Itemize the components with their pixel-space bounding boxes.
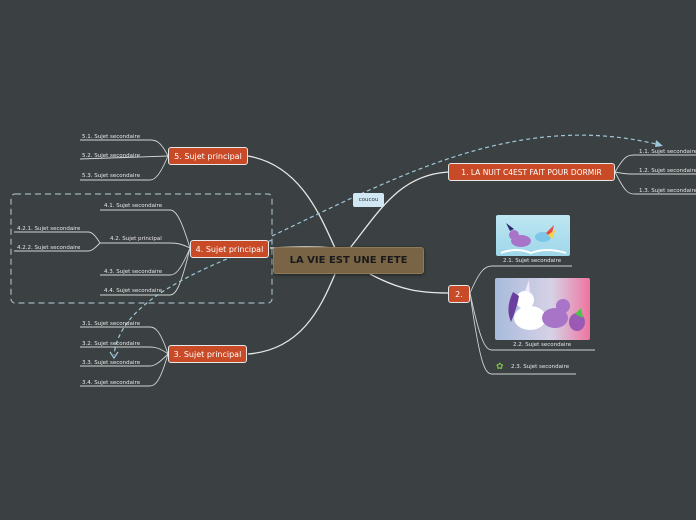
main-topic-2[interactable]: 2. xyxy=(448,285,470,303)
subtopic-4-4[interactable]: 4.4. Sujet secondaire xyxy=(104,288,163,294)
subtopic-4-2[interactable]: 4.2. Sujet principal xyxy=(110,236,162,242)
subtopic-4-3[interactable]: 4.3. Sujet secondaire xyxy=(104,269,163,275)
subtopic-1-1[interactable]: 1.1. Sujet secondaire xyxy=(639,149,696,155)
main-topic-4[interactable]: 4. Sujet principal xyxy=(190,240,269,258)
subtopic-5-3[interactable]: 5.3. Sujet secondaire xyxy=(82,173,141,179)
subtopic-2-1[interactable]: 2.1. Sujet secondaire xyxy=(503,258,562,264)
main-topic-1[interactable]: 1. LA NUIT C4EST FAIT POUR DORMIR xyxy=(448,163,615,181)
subtopic-5-1[interactable]: 5.1. Sujet secondaire xyxy=(82,134,141,140)
subtopic-3-2[interactable]: 3.2. Sujet secondaire xyxy=(82,341,141,347)
subtopic-4-2-2[interactable]: 4.2.2. Sujet secondaire xyxy=(17,245,81,251)
callout-note[interactable]: coucou xyxy=(353,193,384,207)
subtopic-5-2[interactable]: 5.2. Sujet secondaire xyxy=(82,153,141,159)
subtopic-3-3[interactable]: 3.3. Sujet secondaire xyxy=(82,360,141,366)
main-topic-5[interactable]: 5. Sujet principal xyxy=(168,147,248,165)
subtopic-3-4[interactable]: 3.4. Sujet secondaire xyxy=(82,380,141,386)
leaf-icon: ✿ xyxy=(496,362,504,372)
subtopic-4-1[interactable]: 4.1. Sujet secondaire xyxy=(104,203,163,209)
subtopic-4-2-1[interactable]: 4.2.1. Sujet secondaire xyxy=(17,226,81,232)
subtopic-2-2[interactable]: 2.2. Sujet secondaire xyxy=(513,342,572,348)
pony-image-2 xyxy=(495,278,590,340)
subtopic-2-3[interactable]: 2.3. Sujet secondaire xyxy=(511,364,570,370)
subtopic-3-1[interactable]: 3.1. Sujet secondaire xyxy=(82,321,141,327)
subtopic-1-2[interactable]: 1.2. Sujet secondaire xyxy=(639,168,696,174)
central-topic[interactable]: LA VIE EST UNE FETE xyxy=(273,247,424,274)
pony-image-1 xyxy=(496,215,570,256)
main-topic-3[interactable]: 3. Sujet principal xyxy=(168,345,247,363)
subtopic-1-3[interactable]: 1.3. Sujet secondaire xyxy=(639,188,696,194)
